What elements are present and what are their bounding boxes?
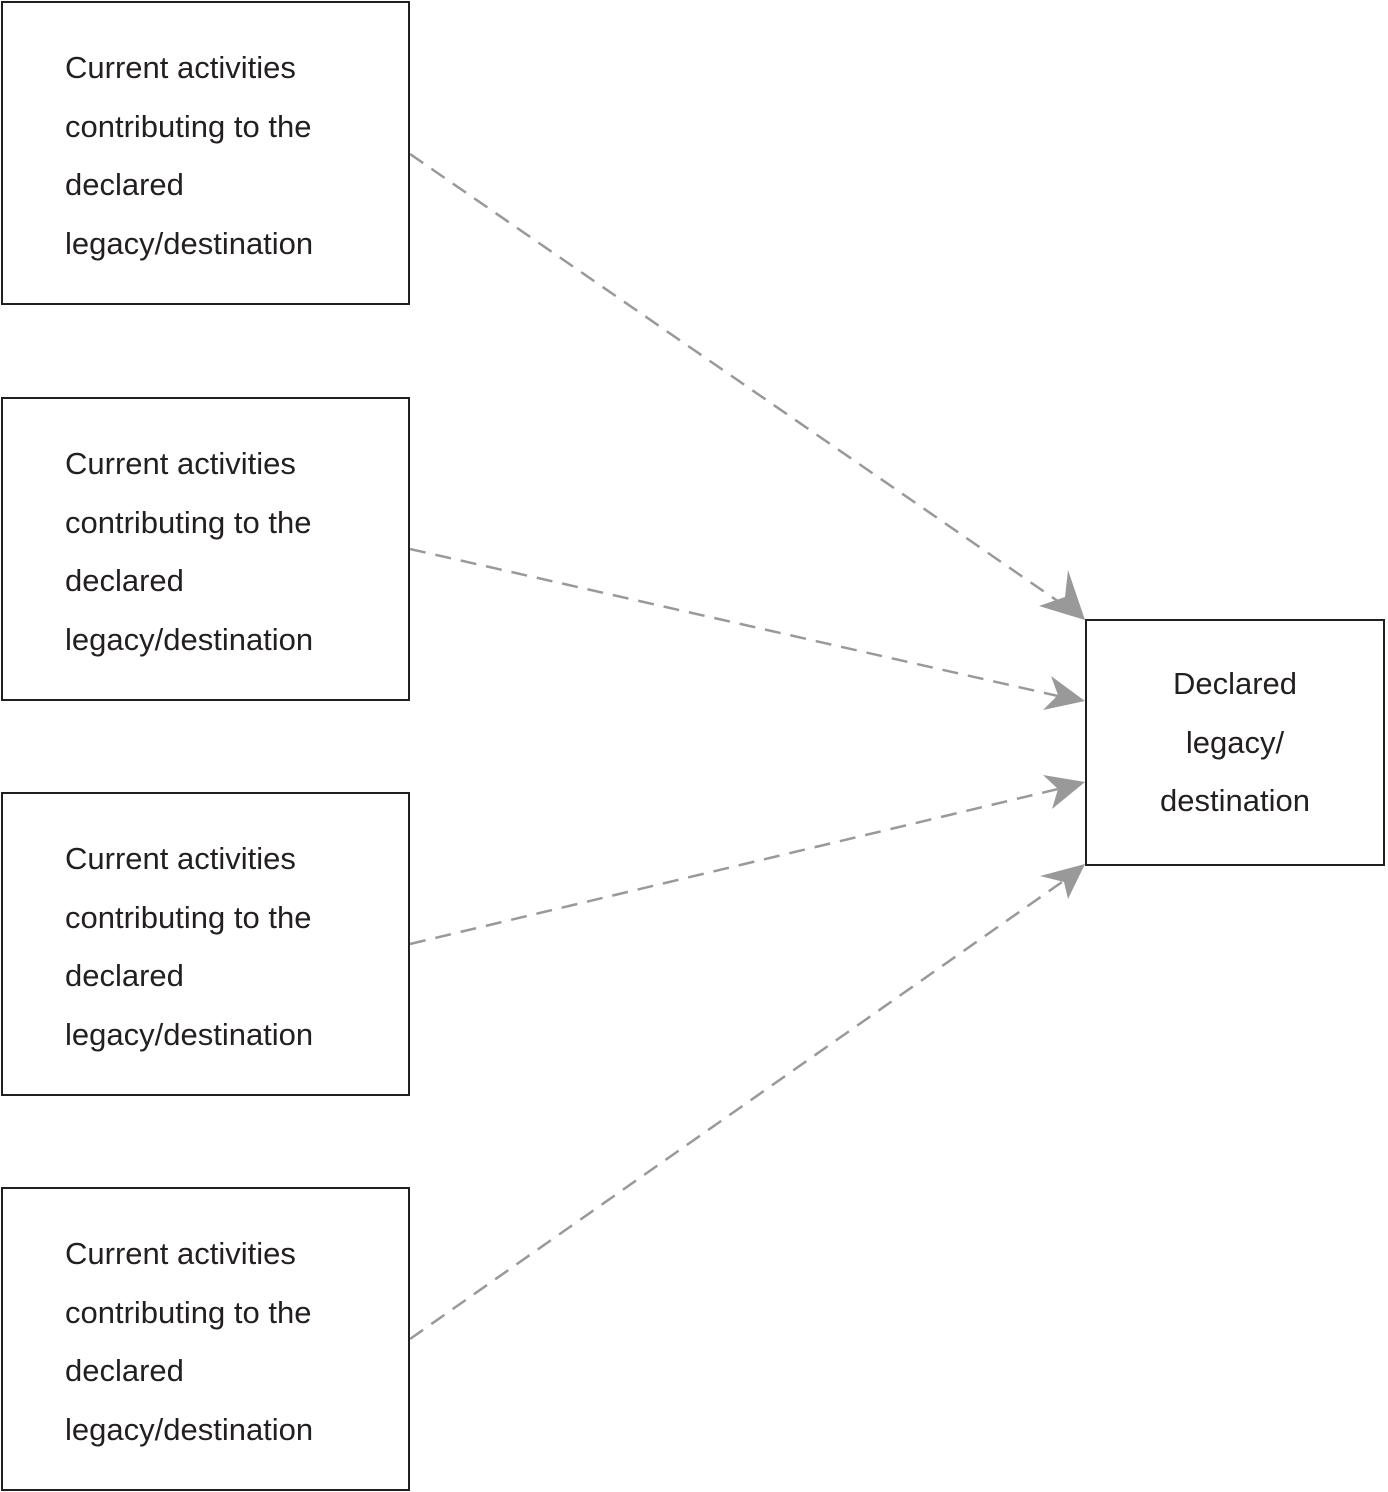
activity-text-line: declared (65, 563, 184, 598)
activity-text-line: declared (65, 1353, 184, 1388)
arrow-head-icon (1039, 570, 1085, 620)
activity-text: Current activities contributing to the d… (65, 39, 385, 273)
destination-text-line: legacy/ (1185, 724, 1285, 760)
arrow-head-icon (1043, 676, 1085, 710)
activity-text-line: declared (65, 958, 184, 993)
activity-text: Current activities contributing to the d… (65, 435, 385, 669)
dashed-connector-line (409, 152, 1063, 606)
arrow-head-icon (1043, 775, 1085, 809)
activity-text-line: legacy/destination (65, 1016, 314, 1052)
activity-text-line: Current activities (65, 1236, 296, 1271)
activity-box-2: Current activities contributing to the d… (1, 397, 410, 701)
activity-text-line: legacy/destination (65, 621, 314, 657)
activity-text-line: contributing to the (65, 899, 312, 935)
arrow-head-icon (1040, 864, 1085, 899)
activity-box-1: Current activities contributing to the d… (1, 1, 410, 305)
connector-2 (409, 547, 1085, 710)
destination-text: Declared legacy/ destination (1087, 655, 1383, 831)
activity-text-line: contributing to the (65, 108, 312, 144)
activity-text-line: Current activities (65, 50, 296, 85)
destination-text-line: Declared (1172, 666, 1298, 701)
connector-3 (409, 775, 1085, 946)
activity-text: Current activities contributing to the d… (65, 830, 385, 1064)
activity-text-line: declared (65, 167, 184, 202)
activity-text: Current activities contributing to the d… (65, 1225, 385, 1459)
destination-box: Declared legacy/ destination (1085, 619, 1385, 866)
activity-text-line: legacy/destination (65, 225, 314, 261)
dashed-connector-line (409, 787, 1059, 946)
dashed-connector-line (409, 547, 1059, 698)
activity-text-line: legacy/destination (65, 1411, 314, 1447)
activity-box-4: Current activities contributing to the d… (1, 1187, 410, 1491)
activity-text-line: Current activities (65, 446, 296, 481)
activity-text-line: contributing to the (65, 1294, 312, 1330)
connector-1 (409, 152, 1085, 620)
activity-box-3: Current activities contributing to the d… (1, 792, 410, 1096)
activity-text-line: contributing to the (65, 504, 312, 540)
connector-4 (409, 864, 1085, 1341)
dashed-connector-line (409, 880, 1063, 1341)
activity-text-line: Current activities (65, 841, 296, 876)
destination-text-line: destination (1160, 783, 1310, 818)
